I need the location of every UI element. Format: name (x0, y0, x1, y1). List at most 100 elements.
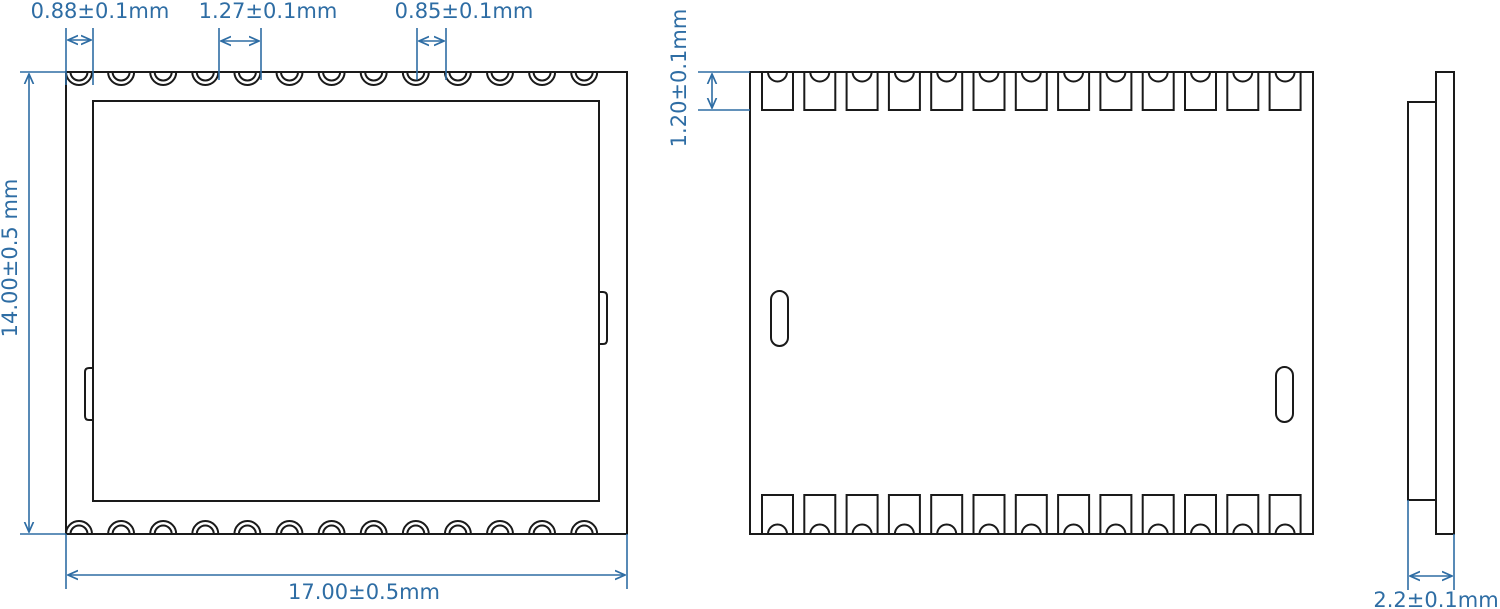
pad-hole (767, 523, 788, 535)
castellated-pad (401, 71, 430, 86)
castellated-pad (528, 520, 557, 535)
top-view-outline (65, 71, 628, 535)
shield-tab-left (84, 367, 93, 421)
side-view-pcb (1435, 71, 1455, 535)
pad-hole (280, 71, 299, 82)
solder-pad (972, 494, 1006, 534)
solder-pad (930, 494, 964, 534)
pad-hole (978, 71, 1000, 83)
dim-pad-width-right: 0.85±0.1mm (395, 0, 534, 23)
castellated-pad (570, 520, 599, 535)
pad-hole (280, 524, 299, 535)
pad-hole (1190, 523, 1211, 535)
pad-hole (237, 524, 257, 535)
pad-hole (69, 71, 89, 82)
dim-module-thickness: 2.2±0.1mm (1373, 588, 1498, 609)
dim-pad-depth: 1.20±0.1mm (667, 9, 691, 148)
pad-hole (532, 71, 552, 82)
pad-hole (532, 524, 552, 535)
pad-hole (936, 71, 958, 83)
shield-can (92, 100, 600, 502)
solder-pad (761, 494, 794, 534)
solder-pad (845, 72, 879, 111)
castellated-pad (317, 71, 346, 86)
pad-hole (111, 524, 131, 535)
shield-tab-right (599, 291, 608, 345)
solder-pad (1226, 72, 1260, 111)
solder-pad (803, 494, 837, 534)
pad-hole (1020, 71, 1042, 83)
top-view (65, 71, 628, 535)
pad-hole (195, 524, 215, 535)
pad-hole (195, 71, 215, 82)
top-edge-pads (65, 71, 599, 86)
castellated-pad (317, 520, 346, 535)
pad-hole (1274, 71, 1296, 83)
castellated-pad (570, 71, 599, 86)
pad-hole (448, 524, 468, 535)
pad-hole (1105, 71, 1127, 83)
solder-pad (1014, 494, 1048, 534)
pad-hole (851, 523, 873, 535)
pad-hole (1063, 71, 1085, 83)
castellated-pad (149, 520, 178, 535)
pad-hole (893, 71, 915, 83)
castellated-pad (275, 520, 304, 535)
pad-hole (153, 71, 173, 82)
castellated-pad (191, 520, 220, 535)
castellated-pad (528, 71, 557, 86)
pad-hole (69, 524, 89, 535)
pad-hole (490, 524, 510, 535)
solder-pad (761, 72, 794, 111)
bottom-view-outline (749, 71, 1314, 535)
pad-hole (1105, 523, 1127, 535)
pad-hole (574, 71, 594, 82)
solder-pad (930, 72, 964, 111)
pad-hole (936, 523, 958, 535)
castellated-pad (275, 71, 304, 86)
bottom-view-top-pads (761, 71, 1302, 111)
pad-hole (851, 71, 873, 83)
solder-pad (1268, 72, 1302, 111)
solder-pad (1184, 72, 1217, 111)
pad-hole (364, 71, 384, 82)
bottom-view-bottom-pads (761, 494, 1302, 535)
pad-hole (111, 71, 131, 82)
castellated-pad (486, 71, 514, 86)
castellated-pad (443, 520, 472, 535)
bottom-view (749, 71, 1314, 535)
dim-pad-pitch: 1.27±0.1mm (199, 0, 338, 23)
pad-hole (153, 524, 173, 535)
solder-pad (1099, 72, 1133, 111)
castellated-pad (191, 71, 220, 86)
side-view (1407, 71, 1455, 535)
solder-pad (1141, 72, 1175, 111)
solder-pad (803, 72, 837, 111)
castellated-pad (233, 71, 262, 86)
castellated-pad (359, 520, 388, 535)
side-view-shield (1407, 101, 1437, 501)
pad-hole (1232, 523, 1254, 535)
solder-pad (1184, 494, 1217, 534)
solder-pad (1057, 72, 1091, 111)
solder-pad (845, 494, 879, 534)
pad-hole (322, 71, 342, 82)
pad-hole (809, 523, 831, 535)
pad-hole (448, 71, 468, 82)
castellated-pad (233, 520, 262, 535)
pad-hole (767, 71, 788, 83)
dim-module-height: 14.00±0.5 mm (0, 179, 22, 338)
solder-pad (887, 494, 921, 534)
pad-hole (490, 71, 510, 82)
solder-pad (1268, 494, 1302, 534)
pad-hole (574, 524, 594, 535)
castellated-pad (107, 71, 136, 86)
pad-hole (809, 71, 831, 83)
pad-hole (1274, 523, 1296, 535)
castellated-pad (65, 71, 93, 86)
pad-hole (1147, 71, 1169, 83)
dim-module-width: 17.00±0.5mm (288, 580, 440, 604)
solder-pad (1057, 494, 1091, 534)
